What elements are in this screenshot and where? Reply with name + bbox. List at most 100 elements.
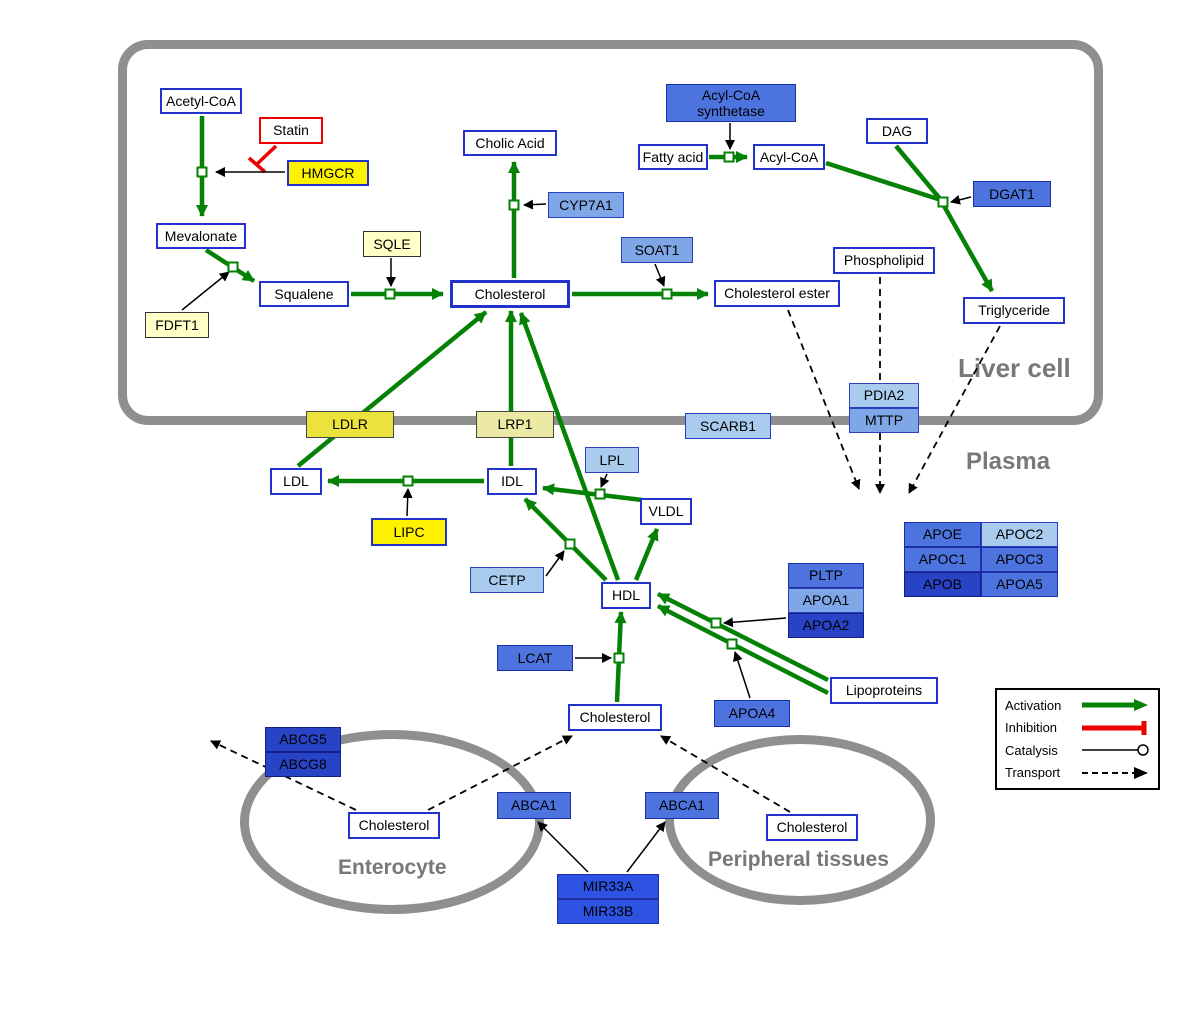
node-fatty-acid[interactable]: Fatty acid: [638, 144, 708, 170]
node-idl[interactable]: IDL: [487, 468, 537, 495]
edge-hdl-liver-cholesterol: [518, 312, 621, 581]
node-acyl-coa[interactable]: Acyl-CoA: [753, 144, 825, 170]
legend-catalysis-label: Catalysis: [1005, 742, 1058, 758]
node-soat1[interactable]: SOAT1: [621, 237, 693, 263]
node-apoa2[interactable]: APOA2: [788, 613, 864, 638]
node-dgat1[interactable]: DGAT1: [973, 181, 1051, 207]
inhibition-statin-bar: [247, 156, 267, 174]
node-apoa4[interactable]: APOA4: [714, 700, 790, 727]
node-cholesterol-ester[interactable]: Cholesterol ester: [714, 280, 840, 307]
node-cholesterol-liver[interactable]: Cholesterol: [450, 280, 570, 308]
node-lrp1[interactable]: LRP1: [476, 411, 554, 438]
node-apoc2[interactable]: APOC2: [981, 522, 1058, 547]
reaction-node-cetp: [564, 538, 576, 550]
node-scarb1[interactable]: SCARB1: [685, 413, 771, 439]
transport-cholesterylester: [787, 309, 861, 490]
node-fdft1[interactable]: FDFT1: [145, 312, 209, 338]
node-sqle[interactable]: SQLE: [363, 231, 421, 257]
node-apoc3[interactable]: APOC3: [981, 547, 1058, 572]
edge-lipoproteins-hdl-2: [656, 603, 830, 696]
reaction-node-hmgcr: [196, 166, 208, 178]
edge-dag-dgat-junction: [894, 144, 943, 202]
reaction-node-soat1: [661, 288, 673, 300]
node-abca1-enterocyte[interactable]: ABCA1: [497, 792, 571, 819]
inhibition-statin-line: [255, 144, 278, 166]
liver-cell-compartment: [118, 40, 1103, 425]
edge-ldl-ldlr-cholesterol: [296, 310, 488, 468]
node-acetyl-coa[interactable]: Acetyl-CoA: [160, 88, 242, 114]
node-dag[interactable]: DAG: [866, 118, 928, 144]
reaction-node-cyp7a1: [508, 199, 520, 211]
catalysis-lipc: [402, 488, 413, 517]
node-cyp7a1[interactable]: CYP7A1: [548, 192, 624, 218]
edge-acylcoa-dgat-junction: [825, 160, 942, 203]
node-hmgcr[interactable]: HMGCR: [287, 160, 369, 186]
node-apob[interactable]: APOB: [904, 572, 981, 597]
catalysis-lpl: [600, 473, 610, 488]
node-phospholipid[interactable]: Phospholipid: [833, 247, 935, 274]
node-apoc1[interactable]: APOC1: [904, 547, 981, 572]
catalysis-apoa-group: [723, 617, 787, 628]
edge-vldl-idl: [542, 483, 643, 503]
node-apoa1[interactable]: APOA1: [788, 588, 864, 613]
catalysis-cyp7a1: [523, 199, 547, 210]
regulation-mir33-abca1-enterocyte: [537, 821, 589, 873]
plasma-label: Plasma: [966, 448, 1051, 475]
node-pltp[interactable]: PLTP: [788, 563, 864, 588]
node-ldl[interactable]: LDL: [270, 468, 322, 495]
node-mttp[interactable]: MTTP: [849, 408, 919, 433]
reaction-node-acs: [723, 151, 735, 163]
node-apoe[interactable]: APOE: [904, 522, 981, 547]
peripheral-tissues-label: Peripheral tissues: [708, 848, 889, 871]
transport-enterocyte-cholesterol: [427, 735, 573, 811]
node-mevalonate[interactable]: Mevalonate: [156, 223, 246, 249]
node-lpl[interactable]: LPL: [585, 447, 639, 473]
reaction-node-dgat1: [937, 196, 949, 208]
legend-row-inhibition: Inhibition: [1005, 718, 1150, 738]
reaction-node-fdft1: [227, 261, 239, 273]
node-lipoproteins[interactable]: Lipoproteins: [830, 677, 938, 704]
node-abcg5[interactable]: ABCG5: [265, 727, 341, 752]
node-statin[interactable]: Statin: [259, 117, 323, 144]
node-apoa5[interactable]: APOA5: [981, 572, 1058, 597]
catalysis-circle-icon: [1082, 744, 1149, 756]
node-cholic-acid[interactable]: Cholic Acid: [463, 130, 557, 156]
transport-triglyceride: [908, 325, 1001, 494]
reaction-node-sqle: [384, 288, 396, 300]
node-mir33b[interactable]: MIR33B: [557, 899, 659, 924]
legend-row-catalysis: Catalysis: [1005, 740, 1150, 760]
node-pdia2[interactable]: PDIA2: [849, 383, 919, 408]
node-hdl[interactable]: HDL: [601, 582, 651, 609]
inhibition-tbar-icon: [1082, 720, 1147, 735]
node-lipc[interactable]: LIPC: [371, 518, 447, 546]
node-cholesterol-plasma[interactable]: Cholesterol: [568, 704, 662, 731]
catalysis-apoa4: [733, 651, 751, 699]
legend-inhibition-label: Inhibition: [1005, 720, 1058, 736]
activation-arrow-icon: [1082, 699, 1148, 712]
reaction-node-apoa: [710, 617, 722, 629]
node-ldlr[interactable]: LDLR: [306, 411, 394, 438]
node-cetp[interactable]: CETP: [470, 567, 544, 593]
node-acyl-coa-synthetase[interactable]: Acyl-CoA synthetase: [666, 84, 796, 122]
catalysis-fdft1: [181, 271, 230, 311]
reaction-node-apoa4: [726, 638, 738, 650]
legend: Activation Inhibition Catalysis Transpor…: [995, 688, 1160, 790]
edge-junction-triglyceride: [942, 204, 994, 293]
node-mir33a[interactable]: MIR33A: [557, 874, 659, 899]
node-cholesterol-peripheral[interactable]: Cholesterol: [766, 814, 858, 841]
regulation-mir33-abca1-peripheral: [626, 821, 666, 873]
node-abcg8[interactable]: ABCG8: [265, 752, 341, 777]
node-triglyceride[interactable]: Triglyceride: [963, 297, 1065, 324]
edge-hdl-vldl: [633, 528, 660, 581]
node-squalene[interactable]: Squalene: [259, 281, 349, 307]
node-vldl[interactable]: VLDL: [640, 498, 692, 525]
node-cholesterol-enterocyte[interactable]: Cholesterol: [348, 812, 440, 839]
node-lcat[interactable]: LCAT: [497, 645, 573, 671]
node-abca1-peripheral[interactable]: ABCA1: [645, 792, 719, 819]
catalysis-soat1: [654, 263, 666, 287]
legend-transport-label: Transport: [1005, 765, 1061, 781]
transport-dashed-arrow-icon: [1082, 766, 1148, 779]
catalysis-dgat1: [950, 194, 972, 205]
enterocyte-label: Enterocyte: [338, 856, 447, 879]
